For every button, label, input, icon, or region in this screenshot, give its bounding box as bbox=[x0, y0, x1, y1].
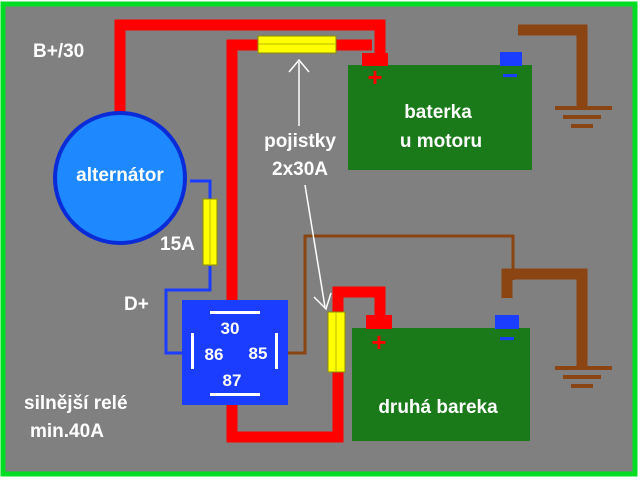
battery-second-positive-terminal bbox=[366, 315, 392, 329]
label-relay-pin-85: 85 bbox=[249, 344, 268, 363]
label-battery-second: druhá bareka bbox=[378, 397, 498, 418]
wire-alternator-to-fuse15 bbox=[190, 179, 212, 200]
label-d-plus: D+ bbox=[124, 294, 149, 315]
label-battery-engine-line2: u motoru bbox=[400, 131, 482, 152]
battery-engine-positive-terminal bbox=[362, 53, 388, 66]
wire-alternator-b-plus bbox=[114, 19, 386, 112]
alternator bbox=[53, 111, 187, 245]
relay-pin-86-bar bbox=[191, 333, 194, 369]
fuse-30a-bottom bbox=[327, 311, 346, 373]
signal-wires bbox=[164, 179, 212, 355]
battery-second-negative-terminal bbox=[495, 315, 519, 329]
label-b-plus: B+/30 bbox=[33, 41, 84, 62]
battery-engine-plus-sign: + bbox=[367, 62, 382, 92]
label-fuses-line2: 2x30A bbox=[272, 159, 328, 180]
relay bbox=[182, 300, 288, 405]
wire-fuse15-to-relay86 bbox=[164, 266, 212, 355]
fuse-15a bbox=[202, 198, 218, 266]
battery-engine-negative-terminal bbox=[500, 52, 522, 66]
relay-body bbox=[182, 300, 288, 405]
label-fuse-15a: 15A bbox=[160, 234, 195, 255]
label-fuses-line1: pojistky bbox=[264, 131, 336, 152]
label-battery-engine-line1: baterka bbox=[404, 102, 472, 123]
label-relay-pin-86: 86 bbox=[205, 345, 224, 364]
label-relay-pin-30: 30 bbox=[221, 319, 240, 338]
ground-wires bbox=[272, 24, 588, 368]
label-relay-line2: min.40A bbox=[30, 421, 104, 442]
battery-engine bbox=[348, 52, 532, 170]
battery-second-plus-sign: + bbox=[371, 327, 386, 357]
label-alternator: alternátor bbox=[76, 165, 164, 186]
ground-battery2 bbox=[501, 268, 588, 368]
label-relay-pin-87: 87 bbox=[223, 371, 242, 390]
wire-relay85-ground bbox=[272, 234, 515, 355]
battery-engine-minus-sign: − bbox=[502, 60, 518, 91]
relay-pin-87-bar bbox=[210, 393, 260, 396]
relay-pin-30-bar bbox=[210, 311, 260, 314]
battery-second-body bbox=[352, 328, 530, 441]
battery-engine-body bbox=[348, 65, 532, 170]
ground-battery1 bbox=[518, 24, 588, 108]
fuse-pointer-arrows bbox=[288, 58, 332, 311]
fuse-30a-top bbox=[257, 35, 337, 54]
battery-second-minus-sign: − bbox=[499, 323, 515, 354]
label-relay-line1: silnější relé bbox=[24, 393, 128, 414]
ground-symbol-2 bbox=[555, 366, 612, 388]
relay-pin-85-bar bbox=[275, 333, 278, 369]
battery-second bbox=[352, 315, 530, 441]
ground-symbol-1 bbox=[555, 106, 612, 128]
